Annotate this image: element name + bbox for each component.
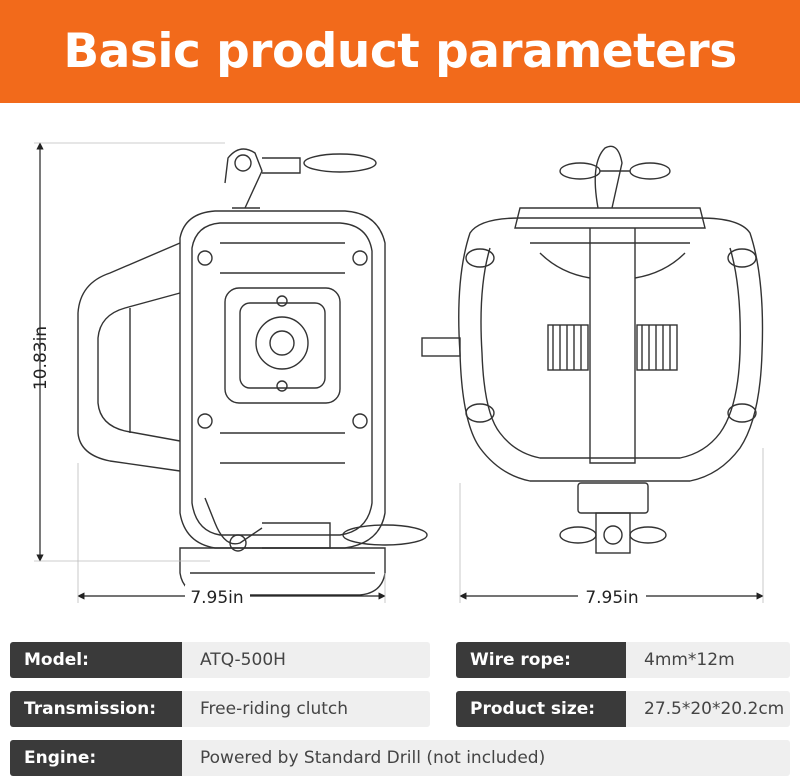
spec-value-engine: Powered by Standard Drill (not included) bbox=[182, 740, 790, 776]
header-banner: Basic product parameters bbox=[0, 0, 800, 103]
spec-value-product-size: 27.5*20*20.2cm bbox=[626, 691, 790, 727]
spec-value-wire-rope: 4mm*12m bbox=[626, 642, 790, 678]
spec-row-engine: Engine: Powered by Standard Drill (not i… bbox=[10, 740, 790, 776]
height-dimension bbox=[34, 142, 225, 562]
spec-value-transmission: Free-riding clutch bbox=[182, 691, 430, 727]
front-width-dimension bbox=[459, 448, 764, 607]
spec-label-engine: Engine: bbox=[10, 740, 182, 776]
product-drawing: 10.83in 7.95in bbox=[31, 142, 764, 608]
spec-value-model: ATQ-500H bbox=[182, 642, 430, 678]
front-width-label: 7.95in bbox=[585, 588, 638, 608]
spec-label-transmission: Transmission: bbox=[10, 691, 182, 727]
spec-label-model: Model: bbox=[10, 642, 182, 678]
spec-row-product-size: Product size: 27.5*20*20.2cm bbox=[456, 691, 790, 727]
spec-row-transmission: Transmission: Free-riding clutch bbox=[10, 691, 430, 727]
height-label: 10.83in bbox=[31, 326, 51, 390]
side-width-label: 7.95in bbox=[190, 588, 243, 608]
spec-label-product-size: Product size: bbox=[456, 691, 626, 727]
spec-row-wire-rope: Wire rope: 4mm*12m bbox=[456, 642, 790, 678]
spec-label-wire-rope: Wire rope: bbox=[456, 642, 626, 678]
page-title: Basic product parameters bbox=[63, 24, 737, 79]
side-view-drawing bbox=[77, 148, 428, 596]
spec-row-model: Model: ATQ-500H bbox=[10, 642, 430, 678]
front-view-drawing bbox=[421, 145, 764, 554]
side-width-dimension bbox=[77, 463, 386, 607]
